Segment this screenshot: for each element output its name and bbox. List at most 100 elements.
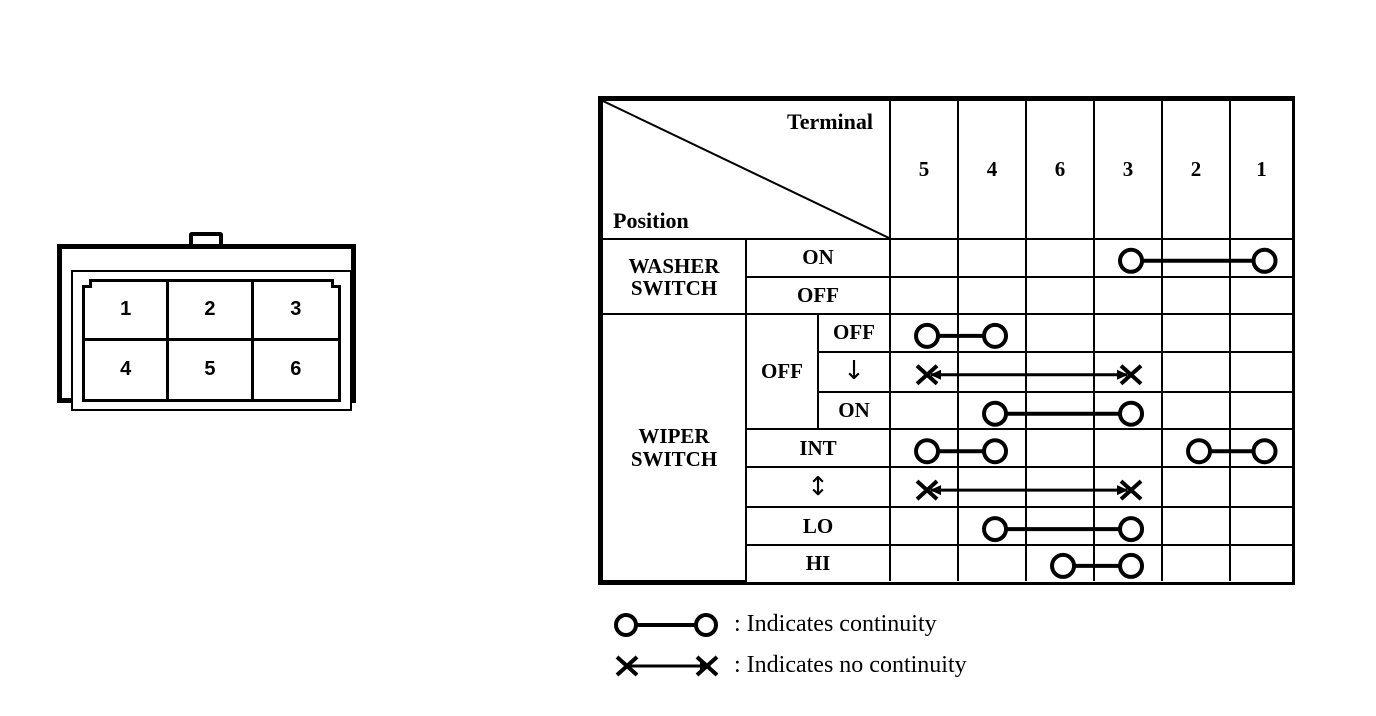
up-down-arrow-icon: ↕: [807, 471, 829, 502]
group-label-line-2: SWITCH: [630, 446, 718, 471]
continuity-table-grid: Terminal Position 5 4 6 3 2 1 WASHER SWI…: [600, 98, 1295, 582]
connector-pin-6: 6: [254, 341, 338, 400]
table-row: WASHER SWITCH ON: [601, 238, 1295, 316]
position-label-wiper-off-off: OFF: [816, 313, 892, 353]
connector-pin-label: 4: [120, 358, 132, 381]
terminal-axis-label: Terminal: [787, 109, 874, 134]
group-label-line-1: WIPER: [638, 424, 710, 449]
table-row: ON: [602, 390, 1295, 431]
terminal-header-5: 5: [889, 98, 960, 241]
pin-block-notch-top-right: [331, 279, 341, 288]
terminal-header-1: 1: [1229, 98, 1295, 241]
cell-wiper-off-off-t1: [1229, 313, 1295, 353]
pin-block-notch-top-left: [82, 279, 92, 288]
cell-washer-off-t5: [889, 275, 960, 316]
position-label-lo: LO: [744, 506, 892, 546]
cell-wiper-off-off-t3: [1093, 313, 1164, 353]
cell-wiper-off-on-t4: [957, 390, 1028, 431]
cell-washer-off-t4: [957, 275, 1028, 316]
cell-wiper-off-off-t6: [1025, 313, 1096, 353]
cell-lo-t3: [1093, 506, 1164, 546]
cell-lo-t4: [957, 506, 1028, 546]
cell-washer-on-t5: [889, 238, 960, 278]
legend-label: : Indicates continuity: [734, 611, 937, 637]
position-label-updown-arrow: ↕: [744, 465, 892, 509]
cell-wiper-off-arrow-t1: [1229, 350, 1295, 393]
terminal-header-2: 2: [1161, 98, 1232, 241]
cell-wiper-off-arrow-t5: [889, 350, 960, 393]
cell-hi-t6: [1025, 543, 1096, 581]
cell-updown-t5: [889, 465, 960, 509]
down-arrow-icon: ↓: [843, 356, 865, 387]
cell-int-t5: [889, 428, 960, 468]
cell-washer-on-t1: [1229, 238, 1295, 278]
cell-wiper-off-on-t6: [1025, 390, 1096, 431]
cell-wiper-off-arrow-t6: [1025, 350, 1096, 393]
legend-label: : Indicates no continuity: [734, 652, 967, 678]
table-row: INT: [602, 428, 1295, 468]
connector-pin-grid: 1 2 3 4 5 6: [82, 279, 341, 402]
position-axis-label: Position: [613, 208, 689, 234]
connector-pin-label: 2: [204, 298, 216, 321]
cell-updown-t4: [957, 465, 1028, 509]
position-label-washer-off: OFF: [744, 275, 892, 316]
continuity-table: Terminal Position 5 4 6 3 2 1 WASHER SWI…: [598, 96, 1295, 585]
cell-wiper-off-on-t3: [1093, 390, 1164, 431]
position-label-hi: HI: [744, 543, 892, 581]
cell-wiper-off-off-t2: [1161, 313, 1232, 353]
cell-wiper-off-on-t5: [889, 390, 960, 431]
cell-updown-t3: [1093, 465, 1164, 509]
subgroup-label-wiper-off: OFF: [745, 313, 819, 431]
connector-pin-5: 5: [169, 340, 254, 399]
group-label-line-1: WASHER: [628, 253, 720, 278]
cell-int-t1: [1229, 428, 1295, 468]
cell-washer-off-t3: [1093, 275, 1164, 316]
cell-washer-on-t6: [1025, 238, 1096, 278]
cell-hi-t3: [1093, 543, 1164, 581]
table-row: OFF: [602, 275, 1295, 316]
position-label-wiper-off-arrow: ↓: [816, 350, 892, 393]
terminal-header-4: 4: [957, 98, 1028, 241]
header-corner-cell: Terminal Position: [600, 98, 892, 241]
terminal-header-6: 6: [1025, 98, 1096, 241]
cell-hi-t1: [1229, 543, 1295, 581]
cell-lo-t5: [889, 506, 960, 546]
legend: : Indicates continuity : Indicates no co…: [612, 604, 1172, 686]
connector-diagram: 1 2 3 4 5 6: [57, 232, 360, 411]
terminal-header-3: 3: [1093, 98, 1164, 241]
connector-pin-label: 5: [204, 358, 216, 381]
cell-int-t6: [1025, 428, 1096, 468]
position-label-int: INT: [744, 428, 892, 468]
connector-pin-label: 1: [120, 298, 132, 321]
cell-lo-t1: [1229, 506, 1295, 546]
cell-updown-t2: [1161, 465, 1232, 509]
connector-pin-label: 6: [290, 358, 302, 381]
legend-item-continuity: : Indicates continuity: [612, 604, 1172, 645]
cell-wiper-off-on-t2: [1161, 390, 1232, 431]
cell-washer-off-t6: [1025, 275, 1096, 316]
connector-housing-outer: 1 2 3 4 5 6: [57, 244, 356, 411]
cell-int-t3: [1093, 428, 1164, 468]
table-header-row: Terminal Position 5 4 6 3 2 1: [600, 98, 1295, 241]
cell-lo-t6: [1025, 506, 1096, 546]
cell-int-t4: [957, 428, 1028, 468]
connector-pin-label: 3: [290, 298, 302, 321]
cell-updown-t6: [1025, 465, 1096, 509]
cell-washer-on-t3: [1093, 238, 1164, 278]
table-row: WIPER SWITCH OFF OFF: [601, 313, 1295, 582]
cell-wiper-off-arrow-t2: [1161, 350, 1232, 393]
position-label-washer-on: ON: [744, 238, 892, 278]
cell-wiper-off-on-t1: [1229, 390, 1295, 431]
connector-pin-1: 1: [82, 279, 170, 341]
cell-lo-t2: [1161, 506, 1232, 546]
cell-int-t2: [1161, 428, 1232, 468]
group-label-washer-switch: WASHER SWITCH: [601, 238, 747, 316]
group-label-line-2: SWITCH: [630, 275, 718, 300]
position-label-wiper-off-on: ON: [816, 390, 892, 431]
connector-pin-4: 4: [85, 340, 170, 399]
cell-wiper-off-arrow-t3: [1093, 350, 1164, 393]
table-row: HI: [602, 543, 1295, 581]
cell-wiper-off-off-t5: [889, 313, 960, 353]
connector-pin-2: 2: [169, 282, 254, 341]
cell-updown-t1: [1229, 465, 1295, 509]
